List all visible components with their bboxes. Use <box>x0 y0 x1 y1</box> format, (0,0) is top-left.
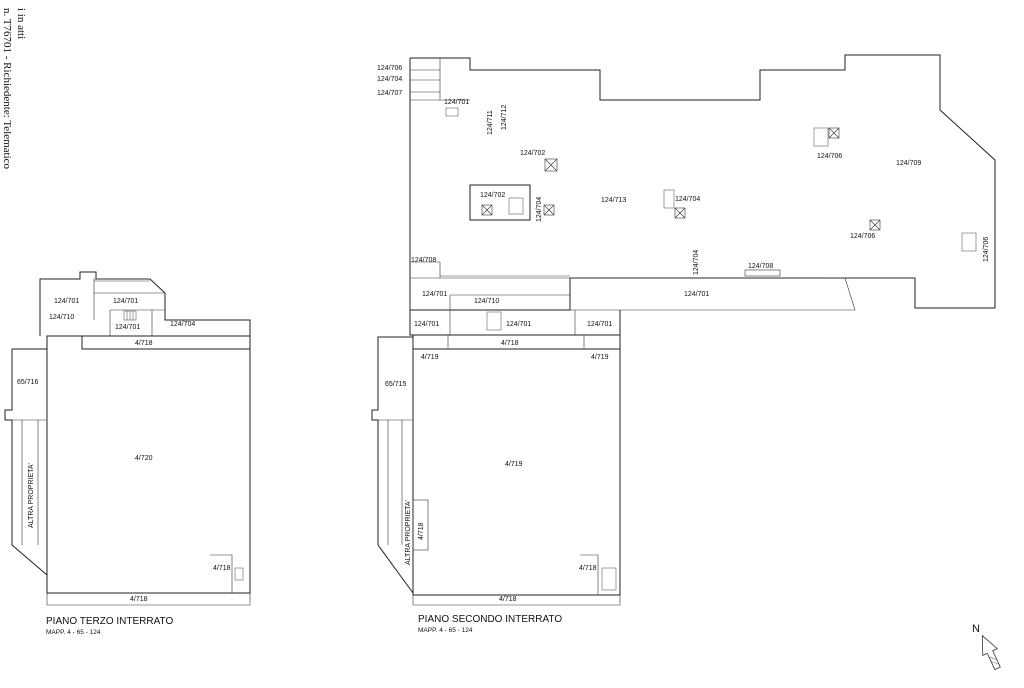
label-4-718-top: 4/718 <box>501 340 519 347</box>
label-124-704-d: 124/704 <box>693 250 700 275</box>
label-65-715: 65/715 <box>385 381 407 388</box>
label-124-701-b: 124/701 <box>684 291 709 298</box>
label-124-701-c: 124/701 <box>115 324 140 331</box>
label-124-702-b: 124/702 <box>480 192 505 199</box>
label-124-706-d: 124/706 <box>983 237 990 262</box>
label-65-716: 65/716 <box>17 379 39 386</box>
right-stair-bottom <box>601 567 617 591</box>
label-124-706-b: 124/706 <box>817 153 842 160</box>
label-124-701-c: 124/701 <box>414 321 439 328</box>
north-arrow-icon <box>981 634 1001 671</box>
label-124-710: 124/710 <box>474 298 499 305</box>
label-4-719-main: 4/719 <box>505 461 523 468</box>
right-stair-706-b <box>961 232 977 252</box>
right-stair-702 <box>508 197 524 215</box>
north-label: N <box>972 623 980 635</box>
label-124-701-e: 124/701 <box>587 321 612 328</box>
right-side-strip <box>371 336 414 594</box>
label-4-718-bottom: 4/718 <box>499 596 517 603</box>
label-124-708-a: 124/708 <box>411 257 436 264</box>
label-124-704: 124/704 <box>170 321 195 328</box>
label-4-719-a: 4/719 <box>421 354 439 361</box>
label-4-718-top: 4/718 <box>135 340 153 347</box>
label-124-707: 124/707 <box>377 90 402 97</box>
label-124-713: 124/713 <box>601 197 626 204</box>
label-4-718-right: 4/718 <box>213 565 231 572</box>
label-124-711: 124/711 <box>487 110 494 135</box>
label-4-718-bottom: 4/718 <box>130 596 148 603</box>
side-note-line1: i in atti <box>15 8 27 39</box>
right-stair-mid <box>486 311 502 331</box>
label-4-718-right: 4/718 <box>579 565 597 572</box>
label-124-701-a: 124/701 <box>422 291 447 298</box>
label-altra-proprieta-right: ALTRA PROPRIETA' <box>405 500 412 565</box>
left-corridor <box>81 335 251 350</box>
label-124-702-a: 124/702 <box>520 150 545 157</box>
label-124-704-a: 124/704 <box>377 76 402 83</box>
label-124-704-b: 124/704 <box>536 197 543 222</box>
right-upper-outline <box>409 54 996 311</box>
label-4-718-side: 4/718 <box>418 522 425 540</box>
label-4-719-b: 4/719 <box>591 354 609 361</box>
label-altra-proprieta-left: ALTRA PROPRIETA' <box>28 463 35 528</box>
label-124-701-d: 124/701 <box>506 321 531 328</box>
right-stair-704 <box>663 189 675 209</box>
label-124-710: 124/710 <box>49 314 74 321</box>
side-note-line2: n. T76701 - Richiedente: Telematico <box>1 8 13 170</box>
label-124-701-b: 124/701 <box>113 298 138 305</box>
right-plan-title: PIANO SECONDO INTERRATO <box>418 614 562 625</box>
room-124-702-box <box>469 184 531 221</box>
left-plan-title: PIANO TERZO INTERRATO <box>46 616 173 627</box>
label-124-709: 124/709 <box>896 160 921 167</box>
right-floor-plan: 124/706 124/704 124/707 124/701 124/711 … <box>371 54 996 634</box>
left-main-room <box>46 335 251 594</box>
label-124-704-c: 124/704 <box>675 196 700 203</box>
side-note: i in atti n. T76701 - Richiedente: Telem… <box>1 8 27 170</box>
label-124-712: 124/712 <box>501 105 508 130</box>
label-124-706-a: 124/706 <box>377 65 402 72</box>
left-plan-subtitle: MAPP. 4 - 65 - 124 <box>46 629 101 636</box>
label-124-701-top: 124/701 <box>444 99 469 106</box>
right-stair-top <box>445 107 459 117</box>
right-main-room <box>412 334 621 596</box>
label-124-701-a: 124/701 <box>54 298 79 305</box>
label-124-706-c: 124/706 <box>850 233 875 240</box>
left-floor-plan: 124/701 124/701 124/710 124/701 124/704 … <box>4 271 251 636</box>
left-stair-bottom <box>234 567 244 581</box>
left-side-strip <box>4 348 48 576</box>
right-stair-706 <box>813 127 829 147</box>
right-plan-subtitle: MAPP. 4 - 65 - 124 <box>418 627 473 634</box>
label-124-708-b: 124/708 <box>748 263 773 270</box>
label-4-720: 4/720 <box>135 455 153 462</box>
